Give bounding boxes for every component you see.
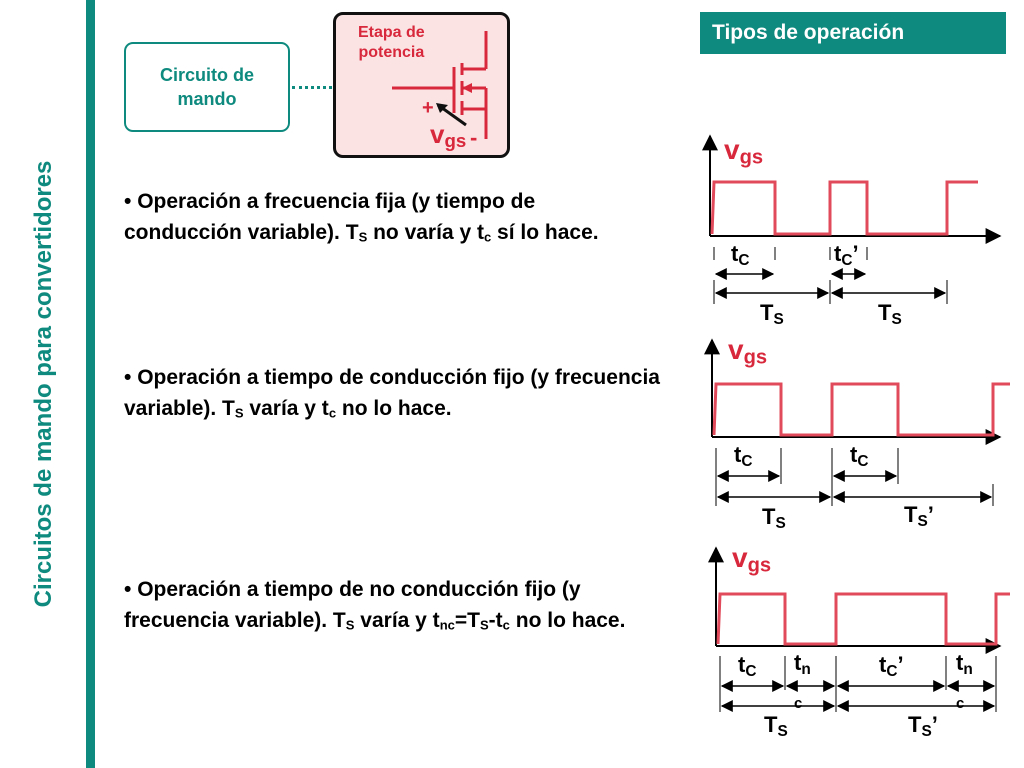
bullet-fixed-frequency: • Operación a frecuencia fija (y tiempo … xyxy=(124,190,599,245)
plot-3-label-ts-prime: TS’ xyxy=(908,712,938,740)
plot-1-label-tc: tC xyxy=(731,241,750,269)
plot-3 xyxy=(708,546,1010,712)
side-bar xyxy=(86,0,95,768)
plot-1-waveform xyxy=(710,180,978,236)
plot-2-label-tc-1: tC xyxy=(734,442,753,470)
bullet-fixed-conduction: • Operación a tiempo de conducción fijo … xyxy=(124,366,660,421)
plot-2 xyxy=(704,338,1010,506)
vgs-minus-sign: - xyxy=(470,125,478,150)
plot-2-label-ts-prime: TS’ xyxy=(904,502,934,530)
mosfet-symbol-icon xyxy=(392,31,488,139)
control-box: Circuito de mando xyxy=(124,42,290,132)
plot-3-label-tnc-1-c: c xyxy=(794,695,803,712)
plot-3-label-tnc-1: tn xyxy=(794,650,811,678)
plot-1-vgs-label: vgs xyxy=(724,134,764,169)
plot-2-label-ts: TS xyxy=(762,504,786,532)
vgs-plus-sign: + xyxy=(422,97,434,119)
plot-1-label-tc-prime: tC’ xyxy=(834,241,859,269)
plot-3-vgs-label: vgs xyxy=(732,542,772,577)
plot-2-label-tc-2: tC xyxy=(850,442,869,470)
header-title: Tipos de operación xyxy=(700,12,1006,54)
control-label-line1: Circuito de xyxy=(159,65,254,85)
plot-3-label-tc-prime: tC’ xyxy=(879,652,904,680)
vgs-diagram-label: vgs xyxy=(430,119,467,152)
plot-3-label-tc: tC xyxy=(738,652,757,680)
plot-1-label-ts-2: TS xyxy=(878,300,902,328)
plot-1 xyxy=(702,134,1002,304)
power-label-line2: potencia xyxy=(358,44,425,61)
power-stage-label: Etapa de potencia xyxy=(358,23,425,63)
plot-3-waveform xyxy=(716,592,1010,646)
plot-2-waveform xyxy=(712,382,1010,437)
bullet-fixed-nonconduction: • Operación a tiempo de no conducción fi… xyxy=(124,578,626,633)
plot-3-label-tnc-2: tn xyxy=(956,650,973,678)
plot-3-label-tnc-2-c: c xyxy=(956,695,965,712)
plot-1-label-ts-1: TS xyxy=(760,300,784,328)
power-stage-box: Etapa de potencia + vgs - xyxy=(333,12,510,158)
plot-2-vgs-label: vgs xyxy=(728,334,768,369)
power-label-line1: Etapa de xyxy=(358,24,425,41)
plot-3-label-ts: TS xyxy=(764,712,788,740)
control-label-line2: mando xyxy=(177,89,237,109)
